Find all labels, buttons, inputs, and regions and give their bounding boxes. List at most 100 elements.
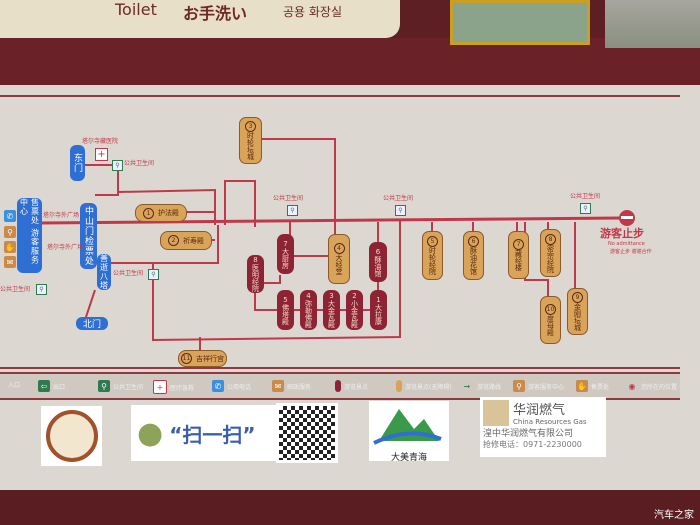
hall-name: 酥油馆 [374,255,382,277]
frame-line [0,367,680,369]
window-view [450,0,590,45]
legend-item: ⇦出口 [38,380,65,392]
legend-label: 售票处 [591,383,610,391]
hall-number: 2 [352,292,357,300]
toilet-icon: ⚲ [148,269,159,280]
phone-icon: ✆ [212,380,224,392]
hall-number: 1 [376,295,381,304]
legend-item: ✆公用电话 [212,380,251,392]
hall-icon [335,380,341,392]
toilet-jp: お手洗い [183,4,248,23]
route [85,164,119,196]
toilet-label: 公共卫生间 [273,195,304,202]
first-aid-icon: + [153,380,167,394]
gas-company: 湟中华润燃气有限公司 [483,429,574,439]
wall-band [0,38,700,88]
attraction-number: 11 [181,353,192,364]
attraction-number: 3 [245,121,256,132]
toilet-en: Toilet [115,0,157,19]
attraction-number: 1 [143,207,154,219]
hall-number: 6 [375,247,381,256]
service-icon: ⚲ [4,226,16,238]
route [84,289,96,321]
toilet-label: 公共卫生间 [570,193,601,200]
checkpoint[interactable]: 中山门检票处 [80,203,97,269]
toilet-icon: ⚲ [580,203,591,214]
attraction-number: 9 [572,292,583,303]
legend-item: 游览景点 [335,380,368,392]
eight-stupas[interactable]: 善逝八塔 [97,254,111,290]
gas-name-cn: 华润燃气 [513,403,566,418]
no-entry-bar [621,216,633,219]
phone-icon: ✆ [4,210,16,222]
service-icon: ⚲ [513,380,525,392]
legend-label: 公共卫生间 [113,383,144,391]
route [263,275,281,284]
qinghai-logo: 大美青海 [369,401,449,463]
route [110,220,401,342]
hospital-label: 塔尔寺藏医院 [82,138,119,145]
hall-number: 5 [283,295,288,304]
ticket-icon: ✋ [4,241,16,253]
attraction-number: 8 [545,233,556,245]
gas-hotline: 抢修电话：0971-2230000 [483,440,582,449]
hall-name: 大拉康 [374,303,383,325]
ticket-icon: ✋ [576,380,588,392]
toilet-icon: ⚲ [36,284,47,295]
attraction-name: 度母殿 [546,315,555,336]
attraction-name: 密宗经院 [546,244,555,273]
main-route [39,216,621,225]
wechat-icon: ● [137,415,164,451]
north-gate[interactable]: 北门 [76,317,108,330]
route [153,225,219,264]
legend-item: 入口 [8,380,20,389]
toilet-label: 公共卫生间 [113,270,144,277]
attraction-icon [396,380,402,392]
gas-name-en: China Resources Gas [513,418,587,426]
visitor-center[interactable]: 售票处 游客服务中心 [17,198,42,273]
toilet-icon: ⚲ [395,205,406,216]
legend-label: 游览景点(无障碍) [405,383,452,391]
route-arrow-icon: ➞ [463,381,471,391]
legend-label: 邮政服务 [287,383,312,391]
attraction-name: 时轮经院 [428,247,437,275]
route [260,138,336,238]
attraction-number: 5 [427,236,438,247]
hall-number: 7 [283,239,288,248]
toilet-icon: ⚲ [98,380,110,392]
mail-icon: ✉ [4,256,16,268]
hall-name: 佛塔殿 [281,303,290,325]
frame-line [0,95,680,97]
hall-name: 大厨房 [281,247,290,269]
bottom-frame [0,490,700,525]
toilet-icon: ⚲ [287,205,298,216]
toilet-kr: 공용 화장실 [283,5,343,19]
legend-label: 游客服务中心 [528,383,565,391]
legend-label: 入口 [8,382,21,389]
no-admittance-title: 游客止步 [600,227,644,240]
east-gate[interactable]: 东门 [70,145,85,181]
hall-number: 8 [253,256,258,264]
china-resources-gas-ad: 华润燃气 China Resources Gas 湟中华润燃气有限公司 抢修电话… [480,397,606,457]
qr-code[interactable] [276,403,338,463]
